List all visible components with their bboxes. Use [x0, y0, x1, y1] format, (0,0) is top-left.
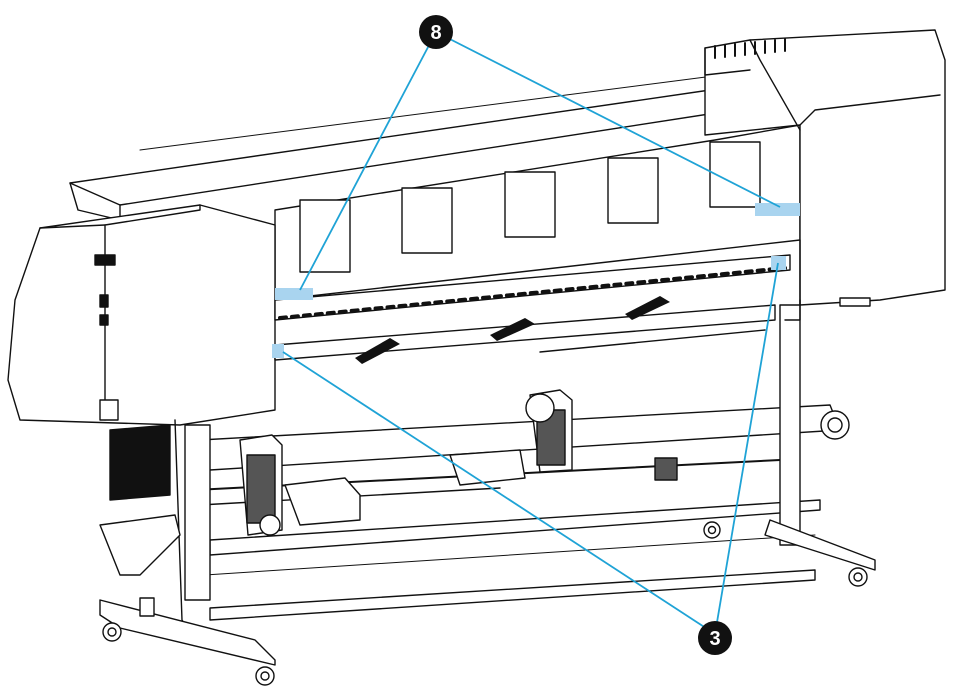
- take-up-reel: [194, 389, 850, 621]
- highlight-lower-right: [771, 256, 786, 270]
- callout-8-badge: [419, 15, 453, 49]
- left-stand: [99, 419, 276, 686]
- highlight-upper-right: [755, 203, 800, 216]
- highlight-markers: [272, 203, 800, 358]
- callout-3: 3: [698, 621, 732, 655]
- left-control-box: [7, 204, 276, 501]
- callout-3-label: 3: [709, 628, 720, 650]
- highlight-upper-left: [275, 288, 313, 300]
- ink-cartridge-unit: [704, 29, 946, 307]
- right-stand: [703, 299, 876, 587]
- callout-8-label: 8: [430, 22, 441, 44]
- platen: [274, 254, 791, 364]
- callout-8: 8: [419, 15, 453, 49]
- callout-3-badge: [698, 621, 732, 655]
- leader-lines: [282, 31, 781, 635]
- highlight-lower-left: [272, 344, 284, 358]
- printer-body: [139, 69, 801, 301]
